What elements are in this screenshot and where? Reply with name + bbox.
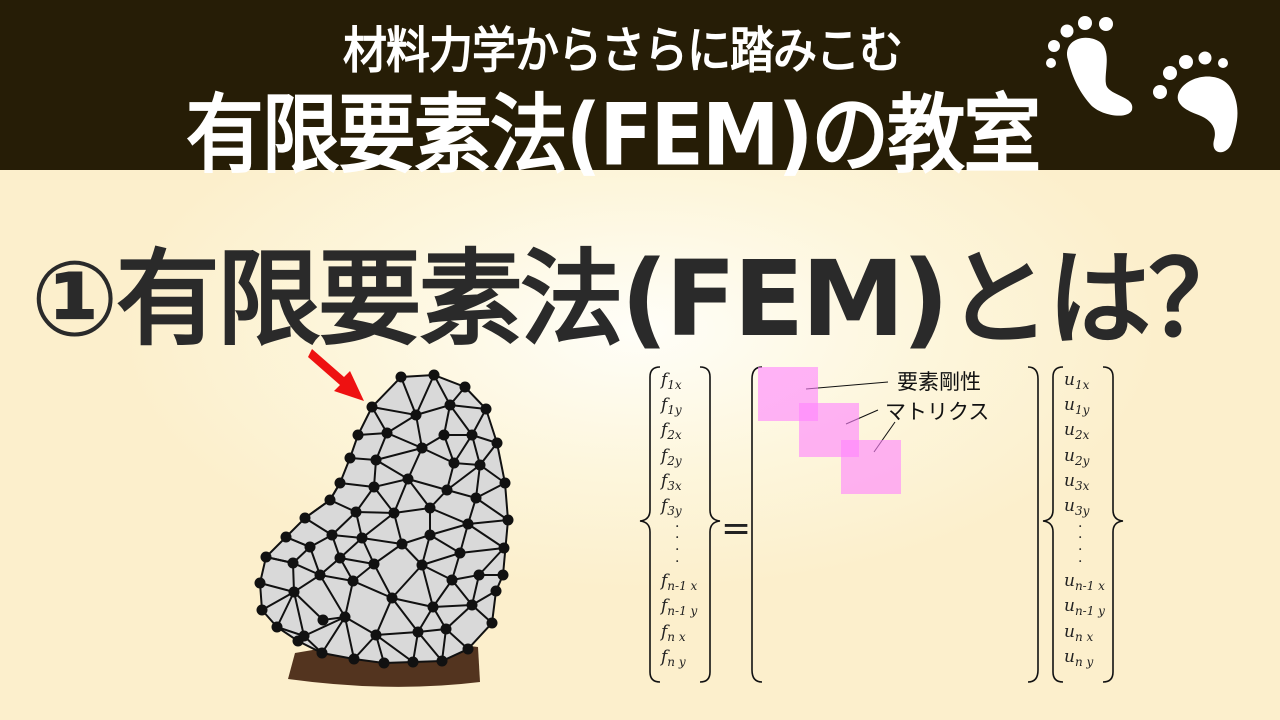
ellipsis-dots: ···· <box>1078 518 1083 570</box>
mesh-body <box>258 373 510 665</box>
mesh-nodes <box>254 369 514 669</box>
vector-entry: un y <box>1064 646 1094 669</box>
ellipsis-dots: ···· <box>675 518 680 570</box>
matrix-label-line1: 要素剛性 <box>897 370 981 394</box>
subtitle: 材料力学からさらに踏みこむ <box>343 22 903 80</box>
vector-entry: f3x <box>661 470 682 493</box>
vector-entry: u1y <box>1064 395 1090 418</box>
vector-entry: u1x <box>1064 370 1090 392</box>
vector-entry: u3y <box>1064 495 1090 518</box>
header-band: 材料力学からさらに踏みこむ 有限要素法(FEM)の教室 <box>0 0 1280 185</box>
force-vector: f1x f1y f2x f2y f3x f3y ···· fn-1 x fn-1… <box>661 368 697 670</box>
vector-entry: fn y <box>661 646 686 669</box>
vector-entry: u3x <box>1064 470 1090 493</box>
vector-entry: f2x <box>661 420 682 443</box>
vector-entry: un-1 x <box>1064 571 1105 594</box>
title: 有限要素法(FEM)の教室 <box>185 86 1041 186</box>
vector-entry: un-1 y <box>1064 596 1105 619</box>
vector-entry: u2x <box>1064 420 1090 443</box>
matrix-label-line2: マトリクス <box>885 400 990 424</box>
vector-entry: un x <box>1064 621 1094 644</box>
force-arrow-icon <box>308 349 364 401</box>
vector-entry: f2y <box>661 445 682 468</box>
page-heading: ①有限要素法(FEM)とは？ <box>30 238 1253 360</box>
footprints-icon <box>1046 16 1238 153</box>
element-stiffness-block <box>841 440 901 494</box>
vector-entry: u2y <box>1064 445 1090 468</box>
vector-entry: f1y <box>661 395 682 418</box>
vector-entry: fn-1 y <box>661 596 698 619</box>
vector-entry: f1x <box>661 370 682 392</box>
displacement-vector: u1x u1y u2x u2y u3x u3y ···· un-1 x un-1… <box>1064 368 1105 670</box>
vector-entry: fn x <box>661 621 686 644</box>
vector-entry: fn-1 x <box>661 571 698 594</box>
equals-sign: = <box>721 508 752 549</box>
vector-entry: f3y <box>661 495 682 518</box>
fem-mesh-figure <box>254 349 514 687</box>
